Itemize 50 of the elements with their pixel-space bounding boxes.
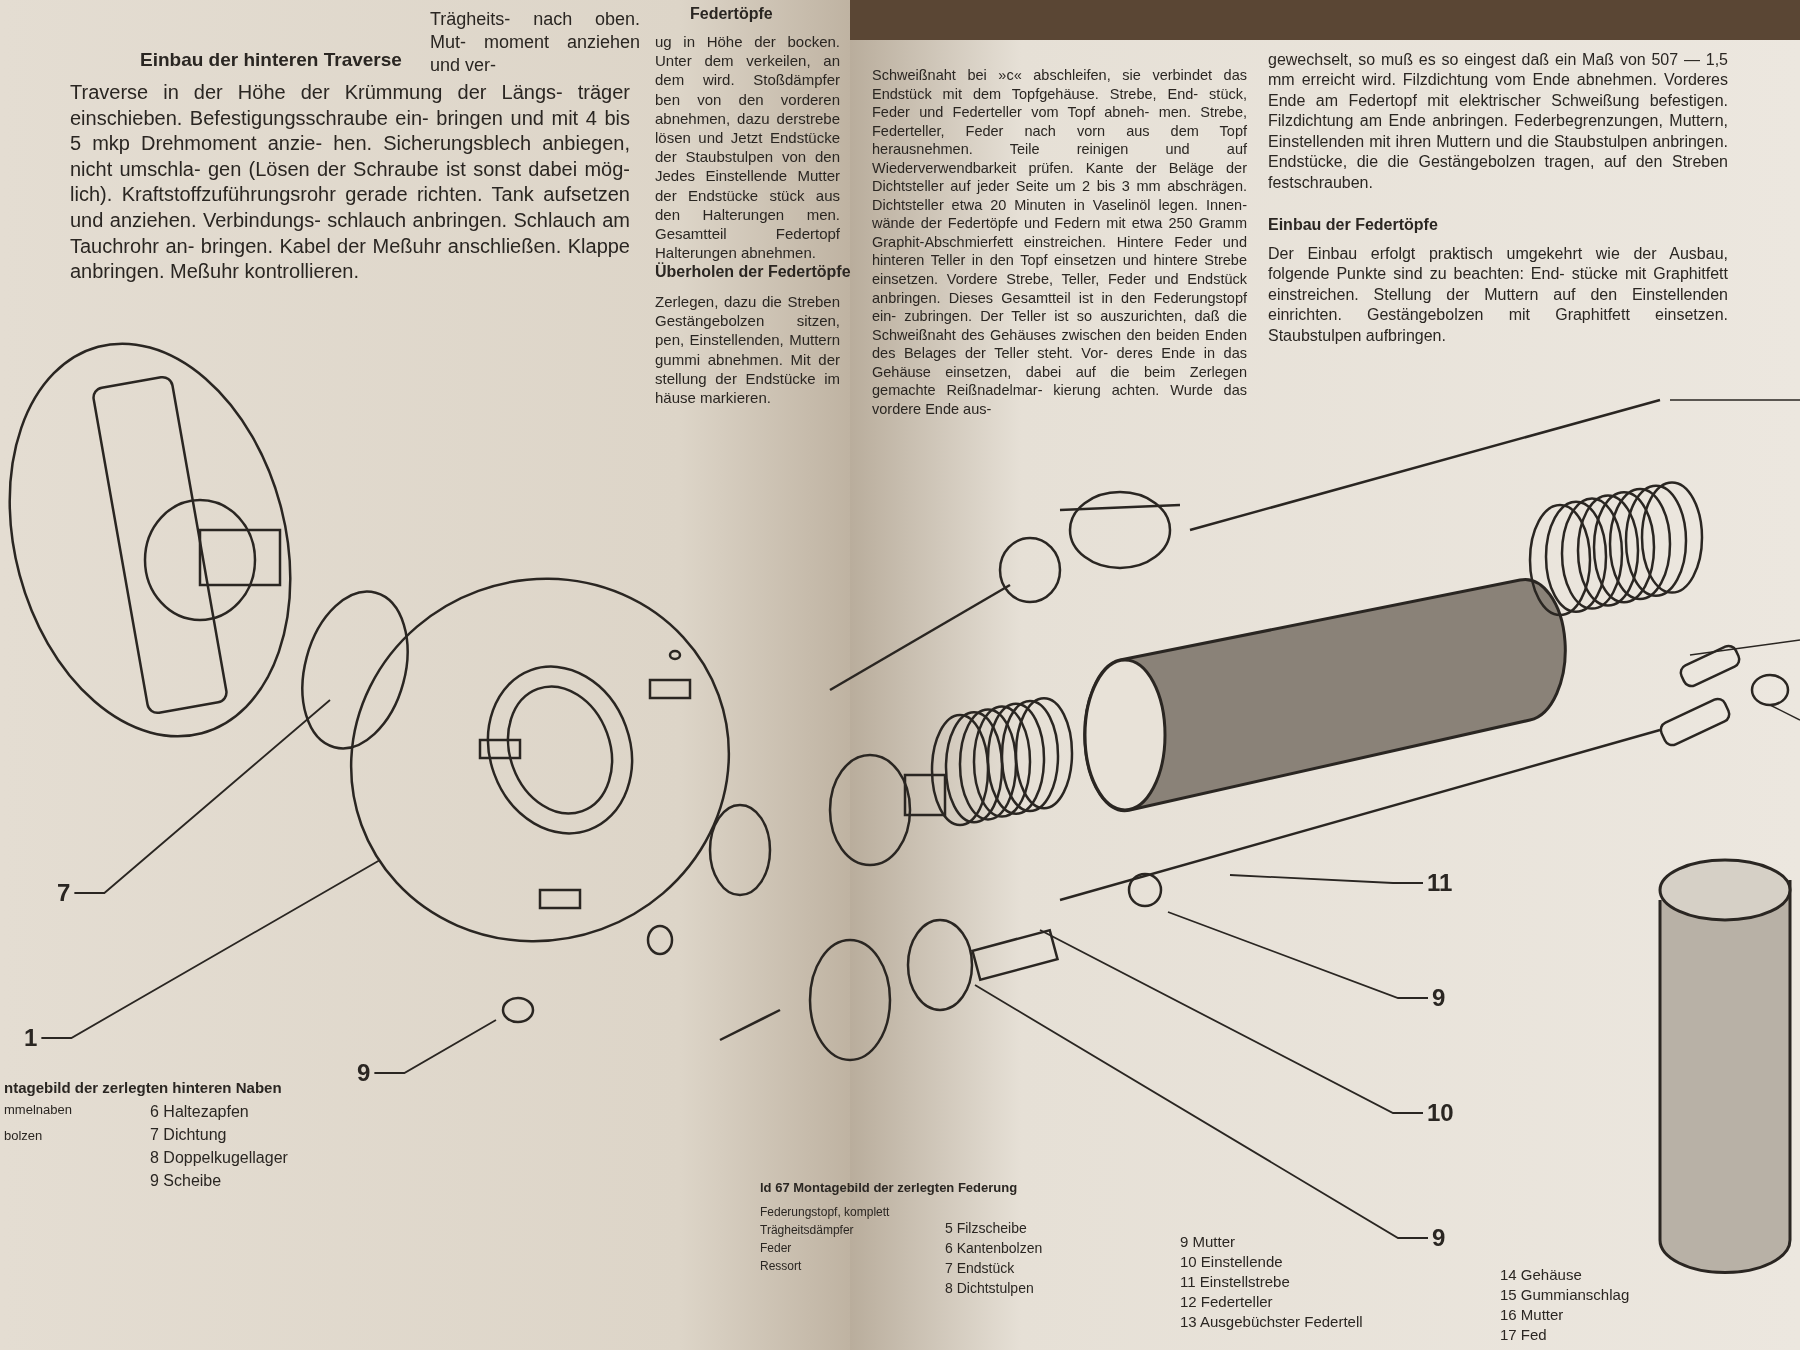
parts-list-item: 8 Dichtstulpen bbox=[945, 1280, 1034, 1298]
body-paragraph: Schweißnaht bei »c« abschleifen, sie verbindet das Endstück mit dem Topfgehäuse. Strebe, End- stück, Feder und Federteller vom Topf abneh- men. Strebe, Federteller, Feder nach vorn aus dem Topf herausnehmen. Teile reinigen und auf Wiederverwendbarkeit prüfen. Kante der Beläge der Dichtsteller auf jeder Seite um 2 bis 3 mm abschrägen. Dichtsteller etwa 20 Minuten in Vaselinöl legen. Innen- wände der Federtöpfe und Federn mit etwa 250 Gramm Graphit-Abschmierfett einstreichen. Hintere Feder und hinteren Teller in den Topf einsetzen und hintere Strebe einsetzen. Vordere Strebe, Teller, Feder und Endstück anbringen. Dieses Gesamtteil ist in den Federungstopf ein- zubringen. Der Teller ist so auszurichten, daß die Schweißnaht des Gehäuses zwischen den beiden Enden des Belages der Teller steht. Vor- deres Ende in das Gehäuse einsetzen, dabei auf die beim Zerlegen gemachte Reißnadelmar- kierung achten. Wurde das vordere Ende aus- bbox=[872, 66, 1247, 419]
parts-list-item: 8 Doppelkugellager bbox=[150, 1148, 288, 1168]
parts-list-item: 11 Einstellstrebe bbox=[1180, 1272, 1290, 1292]
body-paragraph: ug in Höhe der bocken. Unter dem verkeilen, an dem wird. Stoßdämpfer ben von den vorderen abnehmen, dazu derstrebe lösen und Jetzt Endstücke der Staubstulpen von den Jedes Einstellende Mutter der Endstücke stück aus den Halterungen men. Gesamtteil Federtopf Halterungen abnehmen. bbox=[655, 32, 840, 263]
parts-list-item: 7 Dichtung bbox=[150, 1125, 227, 1145]
parts-list-item: 10 Einstellende bbox=[1180, 1252, 1283, 1272]
section-heading: Federtöpfe bbox=[690, 4, 773, 24]
callout-number: 1 bbox=[22, 1025, 40, 1051]
parts-list-item: 9 Scheibe bbox=[150, 1171, 222, 1191]
leader-line bbox=[1167, 911, 1429, 999]
parts-list-item: 7 Endstück bbox=[945, 1260, 1015, 1278]
parts-list-item: 16 Mutter bbox=[1500, 1305, 1564, 1325]
figure-caption: ntagebild der zerlegten hinteren Naben bbox=[4, 1078, 282, 1098]
parts-list-item: Trägheitsdämpfer bbox=[760, 1223, 854, 1239]
text-fragment: Trägheits- nach oben. Mut- moment anziehen und ver- bbox=[430, 8, 640, 78]
section-heading: Einbau der Federtöpfe bbox=[1268, 215, 1438, 235]
parts-list-item: 15 Gummianschlag bbox=[1500, 1285, 1630, 1305]
figure-caption: ld 67 Montagebild der zerlegten Federung bbox=[760, 1180, 1018, 1197]
parts-list-item: Feder bbox=[760, 1241, 792, 1257]
leader-line bbox=[1039, 929, 1424, 1114]
body-paragraph: gewechselt, so muß es so eingest daß ein Maß von 507 — 1,5 mm erreicht wird. Filzdichtung vom Ende abnehmen. Vorderes Ende am Federtopf mit elektrischer Schweißung befestigen. Filzdichtung am Ende anbringen. Federbegrenzungen, Muttern, Einstellenden mit ihren Muttern und die Staubstulpen anbringen. Endstücke, die die Gestängebolzen tragen, auf den Streben festschrauben. bbox=[1268, 50, 1728, 193]
section-heading: Einbau der hinteren Traverse bbox=[140, 48, 402, 72]
leader-line bbox=[73, 699, 331, 894]
leader-line bbox=[373, 1019, 497, 1074]
callout-number: 9 bbox=[355, 1060, 373, 1086]
body-paragraph: Der Einbau erfolgt praktisch umgekehrt wie der Ausbau, folgende Punkte sind zu beachten: End- stücke mit Graphitfett einstreichen. Stellung der Muttern auf den Einstellenden einrichten. Gestängebolzen mit Graphitfett einsetzen. Staubstulpen aufbringen. bbox=[1268, 244, 1728, 346]
parts-list-item: 6 Kantenbolzen bbox=[945, 1240, 1043, 1258]
body-paragraph: Zerlegen, dazu die Streben Gestängebolzen sitzen, pen, Einstellenden, Muttern gummi abnehmen. Mit der stellung der Endstücke im häuse markieren. bbox=[655, 292, 840, 408]
parts-list-item: 9 Mutter bbox=[1180, 1232, 1236, 1252]
parts-list-item: 13 Ausgebüchster Federtell bbox=[1180, 1312, 1363, 1332]
leader-line bbox=[974, 984, 1429, 1239]
callout-number: 9 bbox=[1430, 985, 1448, 1011]
parts-list-item: mmelnaben bbox=[4, 1102, 72, 1119]
parts-list-item: 17 Fed bbox=[1500, 1325, 1547, 1345]
parts-list-item: Federungstopf, komplett bbox=[760, 1205, 890, 1221]
callout-number: 10 bbox=[1425, 1100, 1456, 1126]
callout-number: 9 bbox=[1430, 1225, 1448, 1251]
leader-line bbox=[40, 859, 381, 1039]
parts-list-item: 12 Federteller bbox=[1180, 1292, 1273, 1312]
parts-list-item: Ressort bbox=[760, 1259, 802, 1275]
callout-number: 11 bbox=[1425, 870, 1455, 896]
parts-list-item: 6 Haltezapfen bbox=[150, 1102, 249, 1122]
parts-list-item: 5 Filzscheibe bbox=[945, 1220, 1027, 1238]
callout-number: 7 bbox=[55, 880, 73, 906]
parts-list-item: 14 Gehäuse bbox=[1500, 1265, 1582, 1285]
body-paragraph: Traverse in der Höhe der Krümmung der Längs- träger einschieben. Befestigungsschraube ein- bringen und mit 4 bis 5 mkp Drehmoment anzie- hen. Sicherungsblech anbiegen, nicht umschla- gen (Lösen der Schraube ist sonst dabei mög- lich). Kraftstoffzuführungsrohr gerade richten. Tank aufsetzen und anziehen. Verbindungs- schlauch anbringen. Schlauch am Tauchrohr an- bringen. Kabel der Meßuhr anschließen. Klappe anbringen. Meßuhr kontrollieren. bbox=[70, 80, 630, 285]
leader-line bbox=[1229, 874, 1424, 884]
section-heading: Überholen der Federtöpfe bbox=[655, 262, 851, 282]
parts-list-item: bolzen bbox=[4, 1128, 43, 1145]
